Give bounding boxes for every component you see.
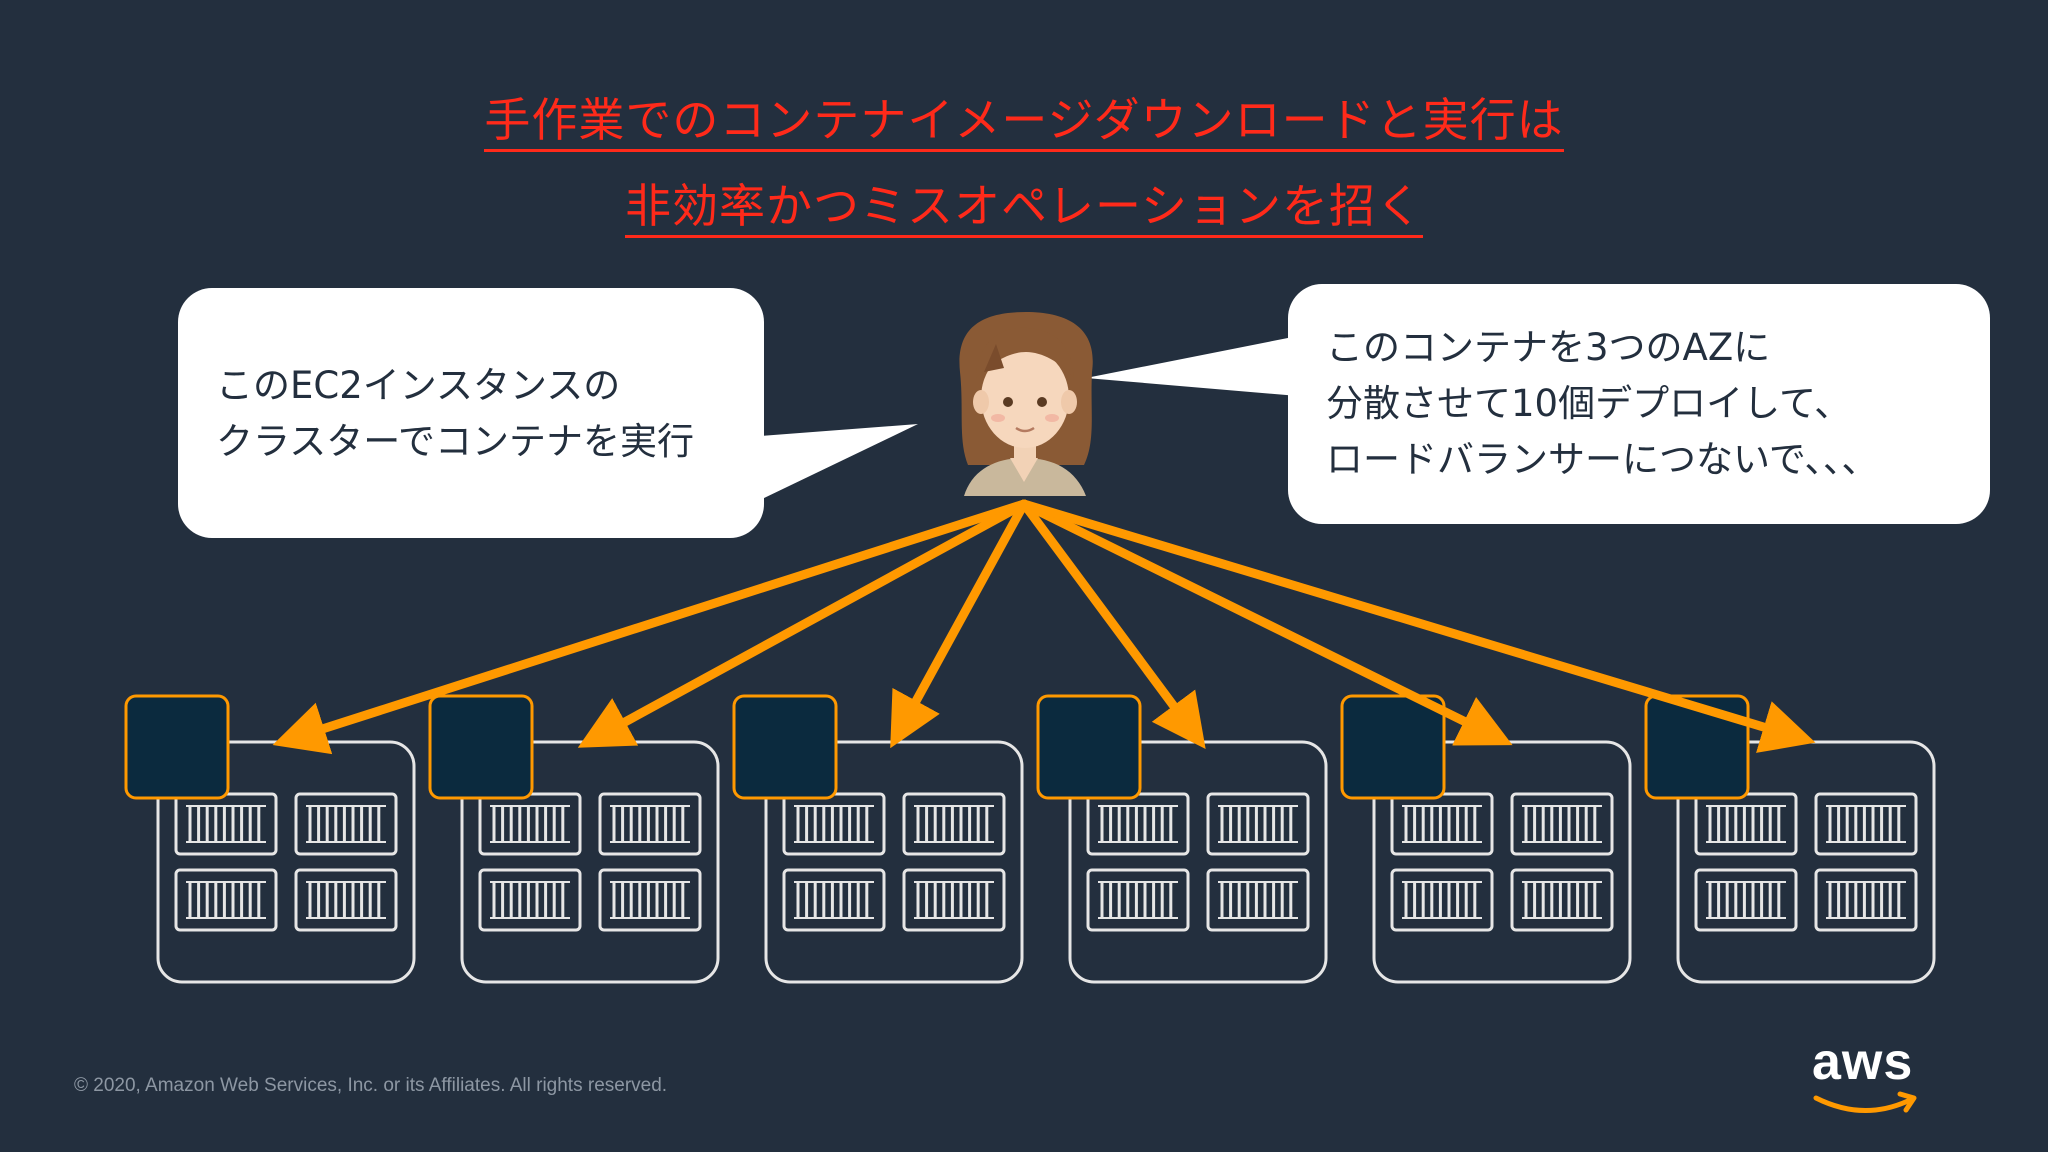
server-rack-icon (1814, 792, 1918, 856)
server-rack-icon (1206, 868, 1310, 932)
deploy-arrow (890, 499, 1029, 749)
bubble-right-tail (1086, 336, 1298, 396)
person-avatar-icon (959, 312, 1093, 496)
container-icon (428, 694, 534, 800)
bubble-right-line-1: このコンテナを3つのAZに (1326, 326, 1771, 369)
deploy-arrow (1019, 499, 1513, 746)
slide-title-line-1: 手作業でのコンテナイメージダウンロードと実行は (0, 90, 2048, 152)
speech-bubble-left: このEC2インスタンスの クラスターでコンテナを実行 (178, 288, 764, 538)
server-rack-icon (1814, 868, 1918, 932)
deploy-arrow (1019, 499, 1816, 753)
deploy-arrow (1019, 499, 1206, 750)
server-rack-icon (598, 868, 702, 932)
bubble-right-line-2: 分散させて10個デプロイして、 (1326, 382, 1852, 425)
arrow-group (272, 499, 1816, 755)
server-rack-icon (902, 868, 1006, 932)
bubble-left-line-1: このEC2インスタンスの (216, 364, 621, 407)
server-rack-icon (174, 792, 278, 856)
aws-logo-text: aws (1812, 1033, 1914, 1091)
container-icon (732, 694, 838, 800)
bubble-right-line-3: ロードバランサーにつないで、、、 (1326, 438, 1879, 481)
server-rack-icon (1510, 868, 1614, 932)
deploy-arrow (577, 499, 1029, 748)
server-rack-icon (174, 868, 278, 932)
container-icon (124, 694, 230, 800)
bubble-left-tail (760, 424, 918, 500)
speech-bubble-left-text: このEC2インスタンスの クラスターでコンテナを実行 (216, 358, 694, 470)
container-icon (1644, 694, 1750, 800)
server-rack-icon (294, 792, 398, 856)
server-rack-icon (1694, 792, 1798, 856)
bubble-left-line-2: クラスターでコンテナを実行 (216, 420, 695, 463)
server-rack-icon (478, 792, 582, 856)
deploy-arrow (272, 499, 1029, 755)
server-rack-icon (1206, 792, 1310, 856)
ec2-cluster (732, 694, 1024, 984)
copyright-footer: © 2020, Amazon Web Services, Inc. or its… (74, 1075, 668, 1096)
speech-bubble-right-text: このコンテナを3つのAZに 分散させて10個デプロイして、 ロードバランサーにつ… (1326, 320, 1878, 488)
slide-title-line-2-text: 非効率かつミスオペレーションを招く (624, 179, 1424, 238)
container-icon (1340, 694, 1446, 800)
ec2-cluster (428, 694, 720, 984)
server-rack-icon (1694, 868, 1798, 932)
cluster-group (124, 694, 1936, 984)
server-rack-icon (782, 792, 886, 856)
ec2-cluster (1340, 694, 1632, 984)
server-rack-icon (1086, 792, 1190, 856)
ec2-cluster (1036, 694, 1328, 984)
server-rack-icon (1086, 868, 1190, 932)
aws-logo: aws (1812, 1033, 1922, 1120)
server-rack-icon (478, 868, 582, 932)
speech-bubble-right: このコンテナを3つのAZに 分散させて10個デプロイして、 ロードバランサーにつ… (1288, 284, 1990, 524)
ec2-cluster (1644, 694, 1936, 984)
server-rack-icon (598, 792, 702, 856)
server-rack-icon (782, 868, 886, 932)
server-rack-icon (902, 792, 1006, 856)
server-rack-icon (1390, 792, 1494, 856)
server-rack-icon (1390, 868, 1494, 932)
aws-smile-icon (1813, 1091, 1917, 1113)
server-rack-icon (1510, 792, 1614, 856)
ec2-cluster (124, 694, 416, 984)
slide-title-line-1-text: 手作業でのコンテナイメージダウンロードと実行は (484, 93, 1564, 152)
slide-title-line-2: 非効率かつミスオペレーションを招く (0, 176, 2048, 238)
container-icon (1036, 694, 1142, 800)
server-rack-icon (294, 868, 398, 932)
